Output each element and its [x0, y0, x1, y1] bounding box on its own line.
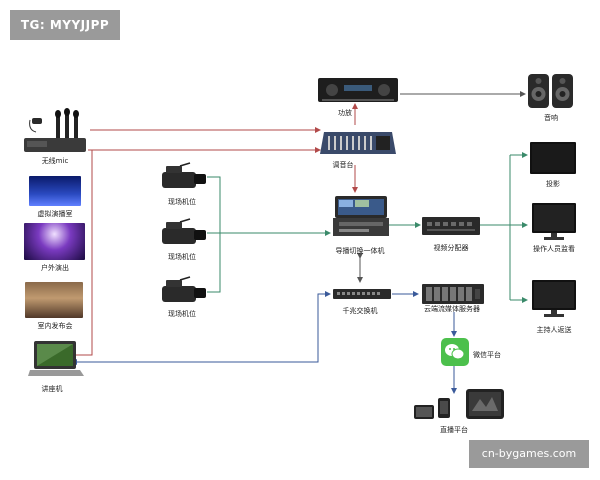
virtual-studio-image [29, 176, 81, 206]
laptop-icon [28, 340, 84, 380]
network-switch-icon [333, 286, 391, 300]
label-switcher: 导播切换一体机 [335, 247, 385, 255]
camera-3-icon [158, 276, 208, 308]
microphone-icon [24, 108, 86, 152]
label-projection: 投影 [546, 180, 560, 188]
label-camera-2: 现场机位 [168, 253, 196, 261]
label-live-platform: 直播平台 [440, 426, 468, 434]
monitor-icon [532, 203, 576, 241]
amplifier-icon [318, 76, 398, 104]
projection-screen-icon [530, 142, 576, 174]
speakers-icon [527, 72, 575, 110]
label-amplifier: 功放 [338, 109, 352, 117]
wireless-mic-set [22, 108, 88, 154]
indoor-launch-image [25, 282, 83, 318]
label-virtual-studio: 虚拟演播室 [37, 210, 73, 218]
watermark-bottom-right: cn-bygames.com [469, 440, 589, 468]
label-camera-3: 现场机位 [168, 310, 196, 318]
monitor-icon [532, 280, 576, 318]
label-lecture-pc: 讲座机 [41, 385, 63, 393]
label-gigabit-switch: 千兆交换机 [342, 307, 378, 315]
label-mixer: 调音台 [332, 161, 354, 169]
label-video-splitter: 视频分配器 [433, 244, 469, 252]
label-operator-monitor: 操作人员监看 [533, 245, 575, 253]
tablet-icon [466, 389, 504, 419]
label-outdoor-show: 户外演出 [41, 264, 69, 272]
label-wechat: 微信平台 [473, 351, 501, 359]
mobile-icon [438, 398, 450, 418]
label-camera-1: 现场机位 [168, 198, 196, 206]
camera-1-icon [158, 162, 208, 194]
server-icon [422, 283, 484, 305]
camera-2-icon [158, 218, 208, 250]
label-speakers: 音响 [544, 114, 558, 122]
label-host-cue: 主持人返送 [536, 326, 572, 334]
mixer-icon [320, 128, 396, 158]
label-streaming-server: 云端流媒体服务器 [424, 305, 480, 313]
phone-icon [414, 404, 434, 419]
video-splitter-icon [422, 215, 480, 237]
switcher-icon [333, 194, 389, 242]
label-wireless-mic: 无线mic [41, 157, 69, 165]
wechat-icon [441, 338, 469, 366]
label-indoor-launch: 室内发布会 [37, 322, 73, 330]
watermark-top-left: TG: MYYJJPP [10, 10, 120, 40]
outdoor-show-image [24, 223, 85, 260]
